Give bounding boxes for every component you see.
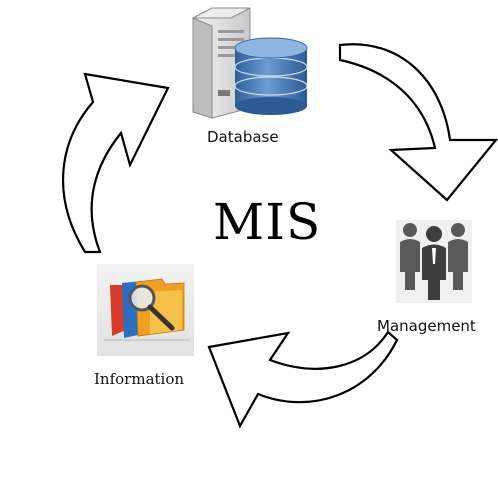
information-label: Information <box>94 370 185 388</box>
database-label: Database <box>207 128 279 146</box>
management-label: Management <box>377 317 476 335</box>
arrow-information-to-database <box>61 72 170 254</box>
folders-magnifier-icon <box>97 264 194 356</box>
database-server-icon <box>192 7 308 119</box>
arrow-database-to-management <box>338 43 498 202</box>
people-group-icon <box>396 220 472 303</box>
center-title: MIS <box>213 193 322 251</box>
arrow-management-to-information <box>207 330 399 429</box>
